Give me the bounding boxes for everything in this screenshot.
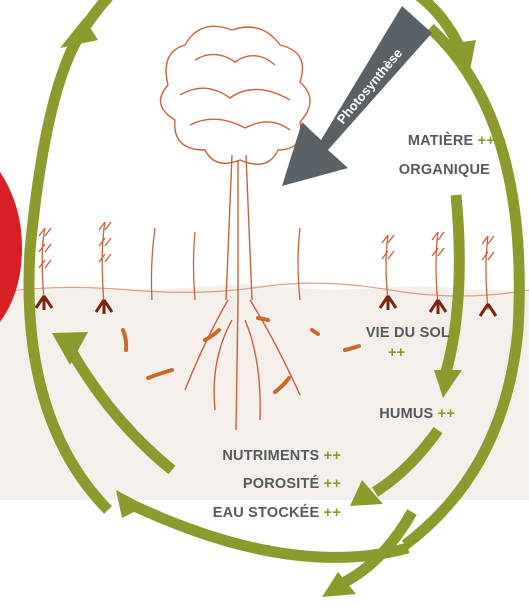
- label-nutriments: NUTRIMENTS ++: [170, 447, 341, 465]
- photosynthesis-arrow: Photosynthèse: [282, 6, 432, 186]
- label-matiere: MATIÈRE ++: [372, 132, 495, 150]
- label-organique: ORGANIQUE: [372, 161, 490, 179]
- label-eau-stockee: EAU STOCKÉE ++: [170, 504, 341, 522]
- plus-nutriments: ++: [324, 448, 341, 464]
- plus-eau-stockee: ++: [324, 505, 341, 521]
- label-humus: HUMUS ++: [330, 405, 455, 423]
- label-porosite: POROSITÉ ++: [170, 475, 341, 493]
- cycle-arrow-right-inner: [446, 195, 459, 372]
- plus-humus: ++: [438, 406, 455, 422]
- plus-porosite: ++: [324, 476, 341, 492]
- label-vie-du-sol: VIE DU SOL: [330, 324, 450, 342]
- plus-vie-du-sol: ++: [388, 344, 405, 362]
- photosynthesis-label: Photosynthèse: [334, 46, 405, 127]
- plus-matiere: ++: [478, 133, 495, 149]
